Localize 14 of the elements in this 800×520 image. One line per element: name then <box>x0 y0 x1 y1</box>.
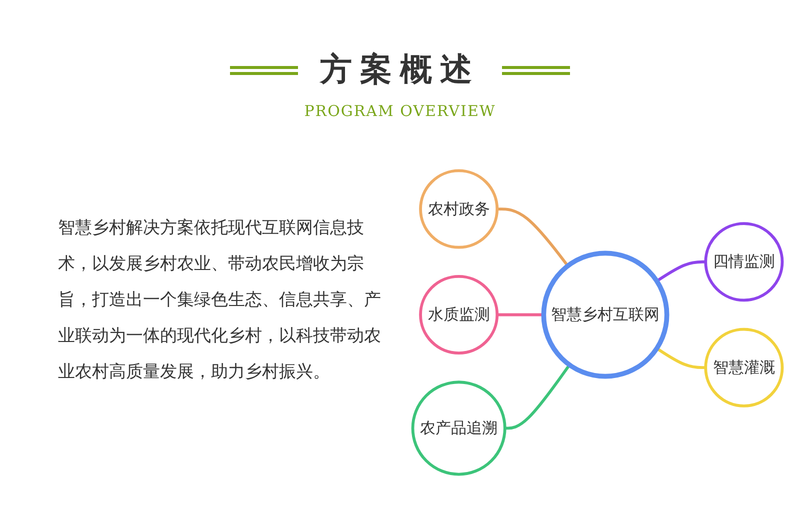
connector <box>497 208 569 267</box>
node-circle: 农产品追溯 <box>411 380 506 476</box>
title: 方案概述 <box>320 49 480 90</box>
node-circle: 智慧灌溉 <box>704 328 784 408</box>
node-circle: 智慧乡村互联网 <box>541 250 670 379</box>
node-circle: 水质监测 <box>419 274 499 354</box>
subtitle: PROGRAM OVERVIEW <box>304 102 496 120</box>
connector <box>504 364 571 430</box>
description-text: 智慧乡村解决方案依托现代互联网信息技术，以发展乡村农业、带动农民增收为宗旨，打造出一个集绿色生态、信息共享、产业联动为一体的现代化乡村，以科技带动农业农村高质量发展，助力乡村振兴。 <box>58 217 382 384</box>
node-circle: 四情监测 <box>704 222 784 302</box>
connector <box>656 347 706 370</box>
connector <box>656 260 706 282</box>
connector <box>497 313 544 316</box>
node-circle: 农村政务 <box>419 169 499 249</box>
